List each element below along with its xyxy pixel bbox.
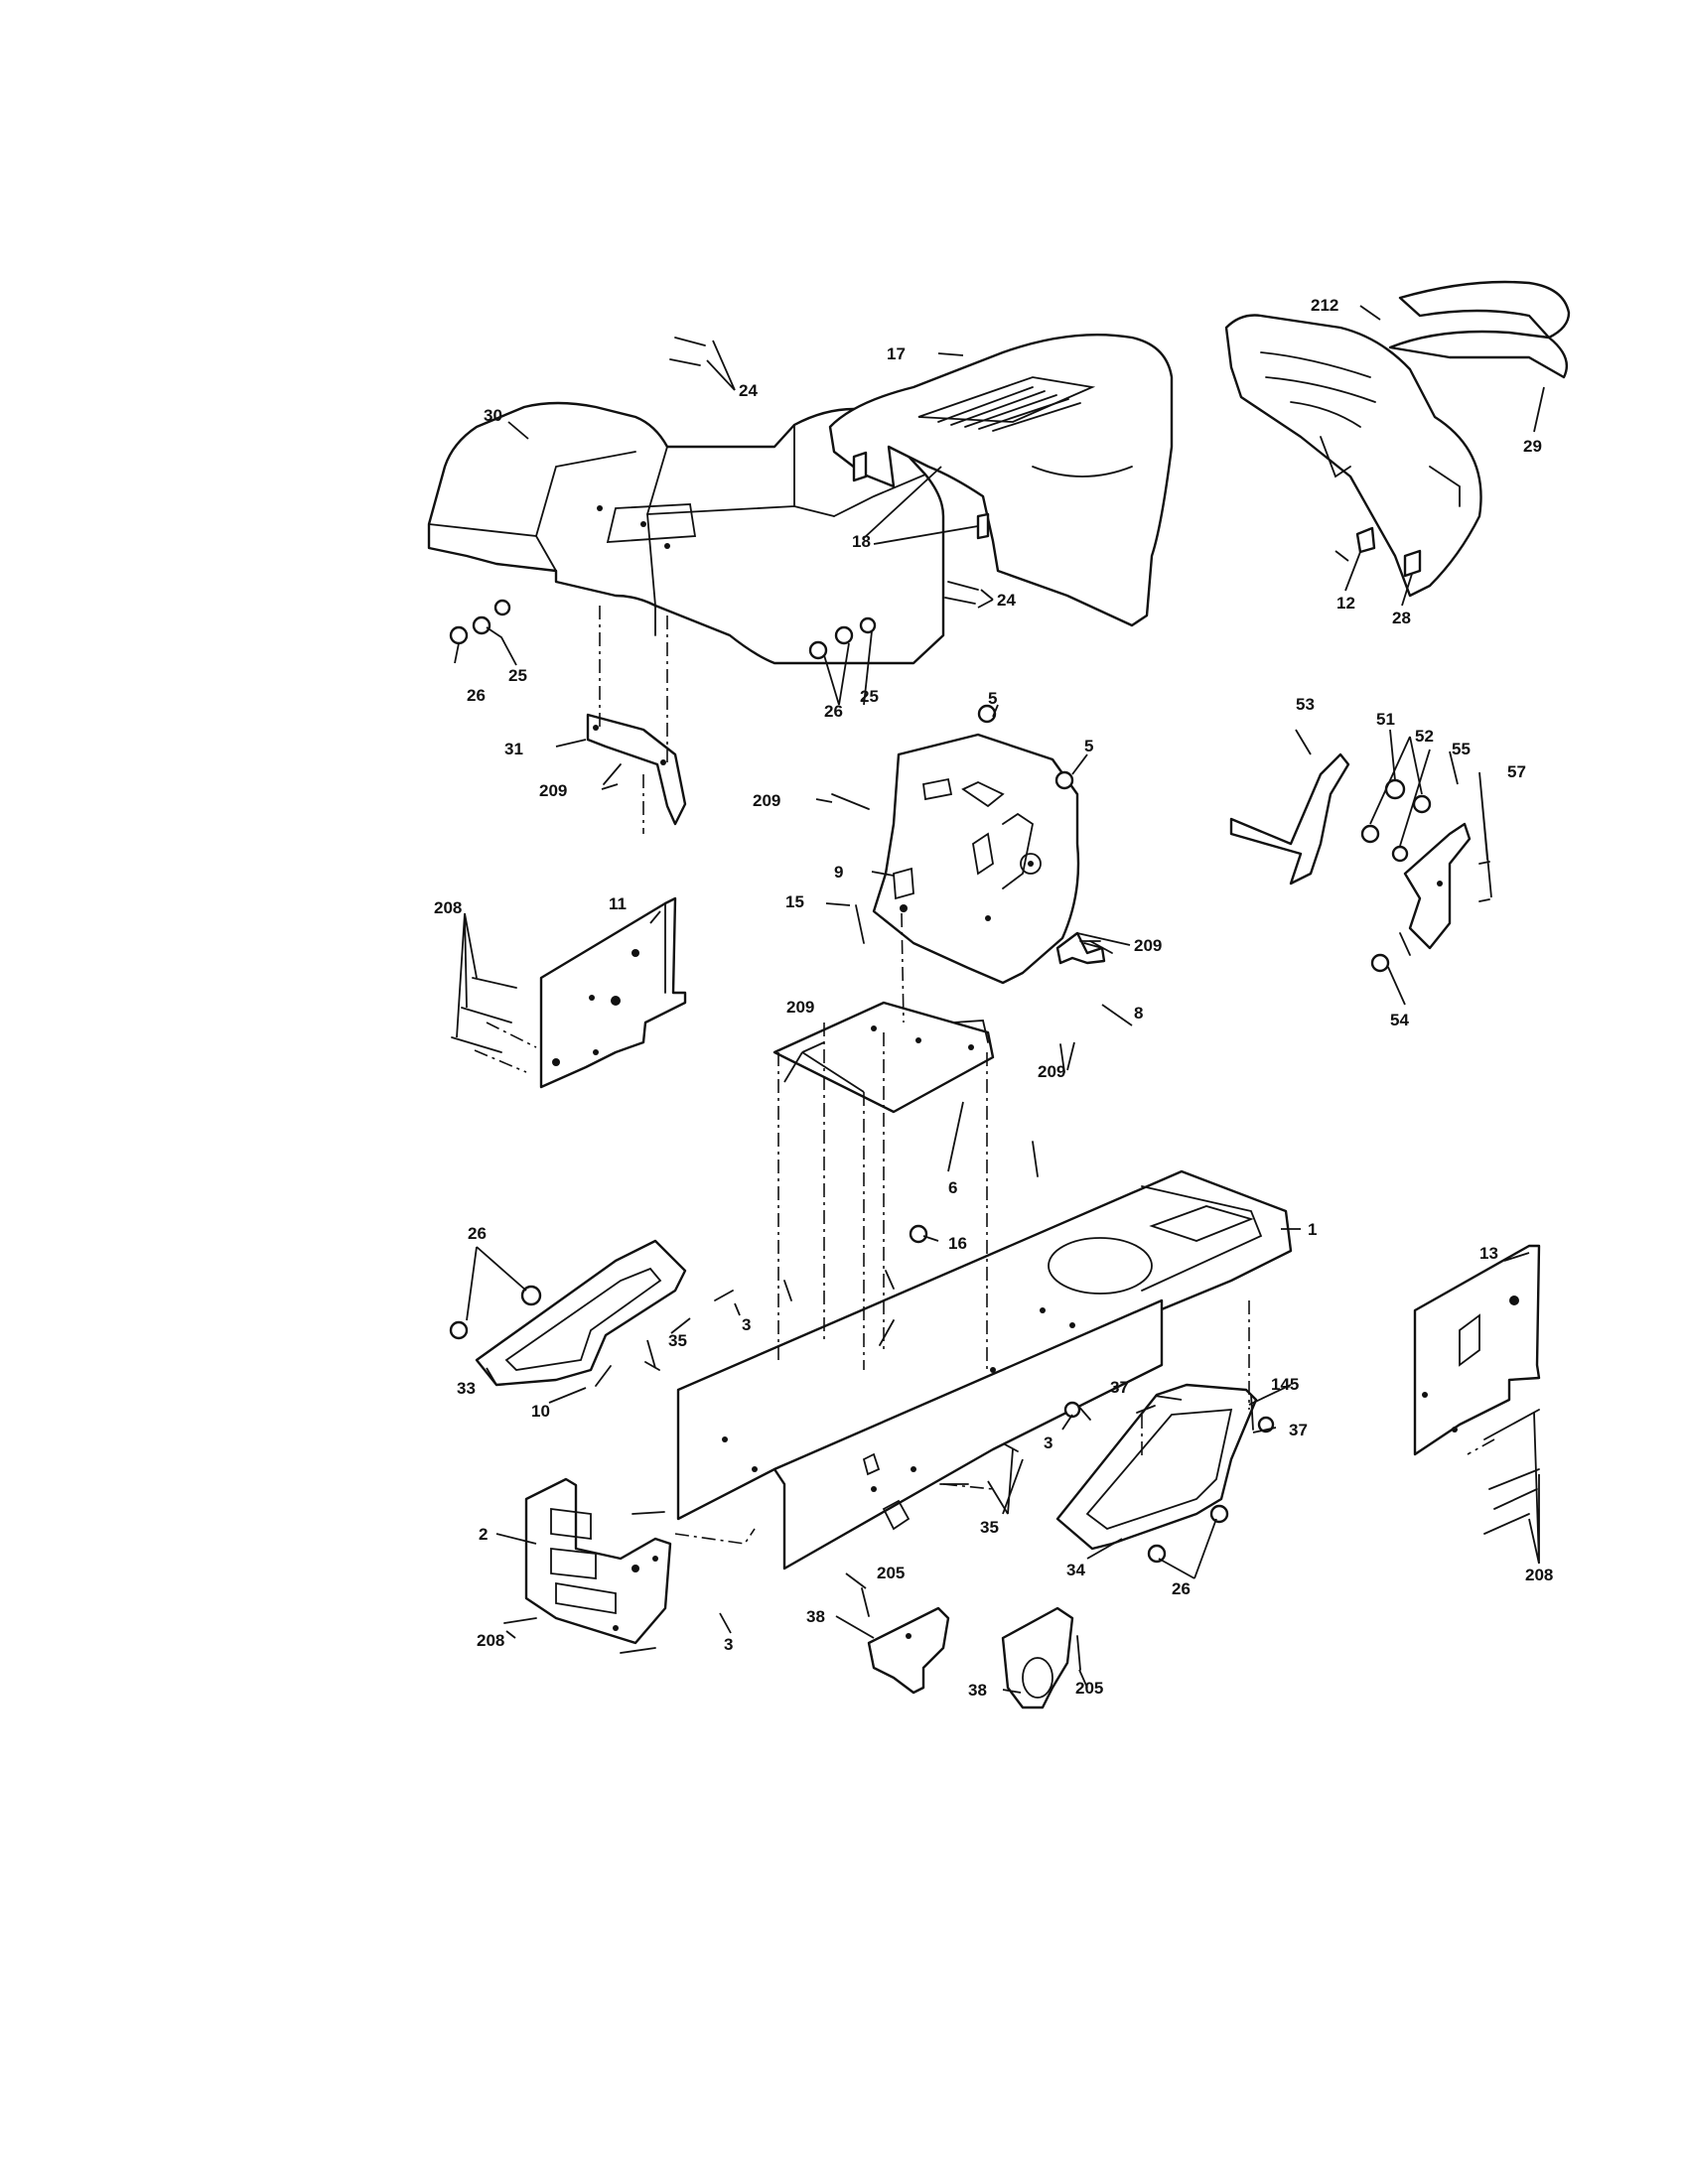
callout-145: 145 [1271,1375,1299,1394]
callout-205-right: 205 [1075,1679,1103,1698]
callout-15: 15 [785,892,804,911]
callout-26-mid: 26 [824,702,843,721]
callout-13: 13 [1479,1244,1498,1263]
left-side-panel-part [539,896,687,1089]
brake-bracket-right-part [1001,1606,1074,1709]
left-footrest-part [475,1239,687,1387]
callout-34: 34 [1066,1561,1085,1579]
callout-3-lower: 3 [724,1635,733,1654]
callout-12: 12 [1336,594,1355,613]
callout-209-right: 209 [1134,936,1162,955]
dash-support-part [872,733,1080,985]
callout-38-right: 38 [968,1681,987,1700]
callouts: 30 24 17 212 29 18 24 12 28 25 26 25 26 … [434,296,1553,1700]
grille-part [1224,280,1571,598]
callout-5-right: 5 [1084,737,1093,755]
callout-24-top: 24 [739,381,758,400]
callout-29: 29 [1523,437,1542,456]
clip-part [1055,931,1106,965]
callout-16: 16 [948,1234,967,1253]
callout-35-upper: 35 [668,1331,687,1350]
callout-55: 55 [1452,740,1471,758]
callout-37-left: 37 [1110,1378,1129,1397]
callout-209-bracket: 209 [539,781,567,800]
hood-part [828,333,1174,627]
callout-38-left: 38 [806,1607,825,1626]
callout-28: 28 [1392,609,1411,627]
callout-6: 6 [948,1178,957,1197]
callout-26-left: 26 [467,686,486,705]
callout-3-mid: 3 [1044,1433,1052,1452]
callout-54: 54 [1390,1011,1409,1029]
callout-209-plate: 209 [786,998,814,1017]
front-bracket-part [524,1477,672,1645]
callout-24-mid: 24 [997,591,1016,610]
right-footrest-part [1055,1383,1258,1551]
callout-212: 212 [1311,296,1338,315]
callout-51: 51 [1376,710,1395,729]
callout-209-clip: 209 [1038,1062,1065,1081]
bracket-31-part [586,713,687,826]
callout-17: 17 [887,344,906,363]
callout-2: 2 [479,1525,488,1544]
callout-208-left: 208 [434,898,462,917]
callout-37-right: 37 [1289,1421,1308,1439]
dash-panel-part [427,401,945,665]
callout-8: 8 [1134,1004,1143,1023]
callout-53: 53 [1296,695,1315,714]
callout-52: 52 [1415,727,1434,746]
callout-26-footrest: 26 [468,1224,487,1243]
callout-57: 57 [1507,762,1526,781]
callout-18: 18 [852,532,871,551]
callout-26-right: 26 [1172,1579,1191,1598]
plate-part [772,1001,995,1114]
callout-209-upper: 209 [753,791,780,810]
callout-208-bottom: 208 [477,1631,504,1650]
lever-bracket-53-part [1229,752,1350,886]
callout-205-left: 205 [877,1564,905,1582]
right-side-panel-part [1413,1244,1541,1456]
callout-208-right: 208 [1525,1566,1553,1584]
bolts [451,337,1540,1671]
callout-10: 10 [531,1402,550,1421]
callout-25-left: 25 [508,666,527,685]
assembly-lines [474,606,1495,1545]
small-hardware [449,599,1432,1564]
callout-33: 33 [457,1379,476,1398]
callout-11: 11 [609,894,627,913]
leader-lines [454,305,1545,1694]
frame-part [676,1169,1293,1570]
callout-30: 30 [484,406,502,425]
callout-5-top: 5 [988,689,997,708]
callout-31: 31 [504,740,523,758]
lever-bracket-55-part [1403,822,1472,950]
brake-bracket-left-part [867,1606,950,1695]
callout-35-lower: 35 [980,1518,999,1537]
callout-9: 9 [834,863,843,882]
callout-1: 1 [1308,1220,1317,1239]
callout-3-upper: 3 [742,1315,751,1334]
callout-25-mid: 25 [860,687,879,706]
